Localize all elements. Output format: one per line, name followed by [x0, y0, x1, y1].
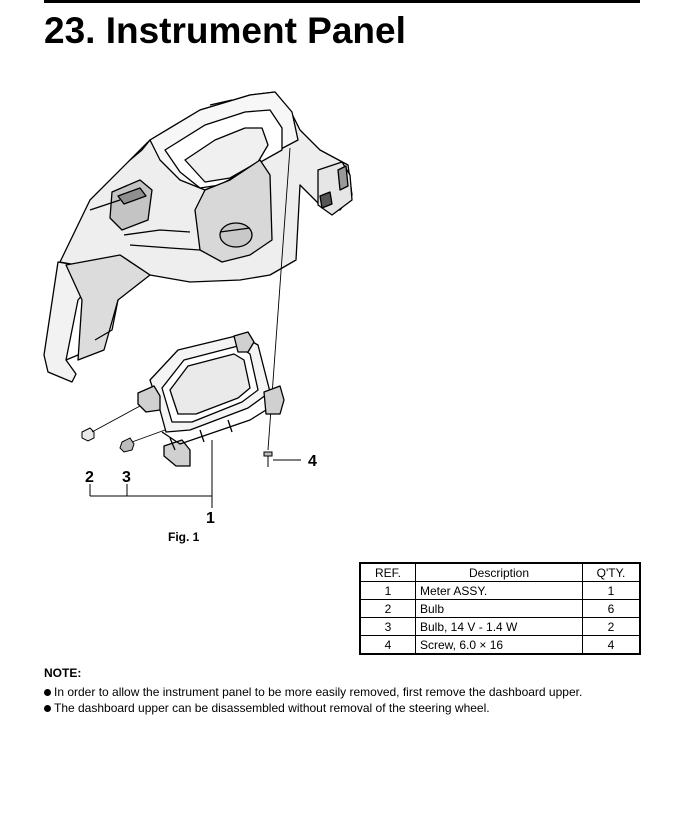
note-section: NOTE: In order to allow the instrument p…	[44, 666, 644, 717]
cell-ref: 1	[359, 581, 416, 600]
cell-description: Screw, 6.0 × 16	[415, 635, 583, 655]
bullet-icon	[44, 689, 51, 696]
bulb-part-drawing	[81, 405, 141, 442]
cell-description: Bulb, 14 V - 1.4 W	[415, 617, 583, 636]
note-item-text: The dashboard upper can be disassembled …	[54, 701, 490, 715]
bulb-14v-part-drawing	[119, 429, 166, 453]
callout-2: 2	[85, 469, 94, 486]
bullet-icon	[44, 705, 51, 712]
callout-3: 3	[122, 469, 131, 486]
cell-description: Meter ASSY.	[415, 581, 583, 600]
parts-table: REF. Description Q'TY. 1 Meter ASSY. 1 2…	[359, 562, 641, 655]
dashboard-upper-drawing	[43, 91, 353, 383]
cell-ref: 4	[359, 635, 416, 655]
note-item: The dashboard upper can be disassembled …	[44, 701, 644, 715]
table-header-row: REF. Description Q'TY.	[359, 562, 641, 582]
cell-ref: 3	[359, 617, 416, 636]
cell-qty: 6	[582, 599, 641, 618]
cell-qty: 1	[582, 581, 641, 600]
note-item: In order to allow the instrument panel t…	[44, 685, 644, 699]
note-item-text: In order to allow the instrument panel t…	[54, 685, 583, 699]
table-row: 1 Meter ASSY. 1	[359, 581, 641, 600]
callout-leader-lines	[89, 440, 213, 508]
cell-qty: 2	[582, 617, 641, 636]
table-row: 4 Screw, 6.0 × 16 4	[359, 635, 641, 655]
cell-description: Bulb	[415, 599, 583, 618]
exploded-view-diagram: 1 2 3 4	[43, 91, 353, 527]
figure-caption: Fig. 1	[168, 530, 200, 544]
callout-4: 4	[308, 453, 317, 470]
note-title: NOTE:	[44, 666, 82, 680]
callout-1: 1	[206, 510, 215, 527]
page-title: 23. Instrument Panel	[44, 10, 406, 51]
table-row: 3 Bulb, 14 V - 1.4 W 2	[359, 617, 641, 636]
header-description: Description	[415, 562, 583, 582]
header-qty: Q'TY.	[582, 562, 641, 582]
screw-part-drawing	[263, 451, 301, 467]
header-ref: REF.	[359, 562, 416, 582]
cell-qty: 4	[582, 635, 641, 655]
top-rule	[44, 0, 640, 3]
meter-assembly-drawing	[137, 331, 285, 467]
table-row: 2 Bulb 6	[359, 599, 641, 618]
cell-ref: 2	[359, 599, 416, 618]
